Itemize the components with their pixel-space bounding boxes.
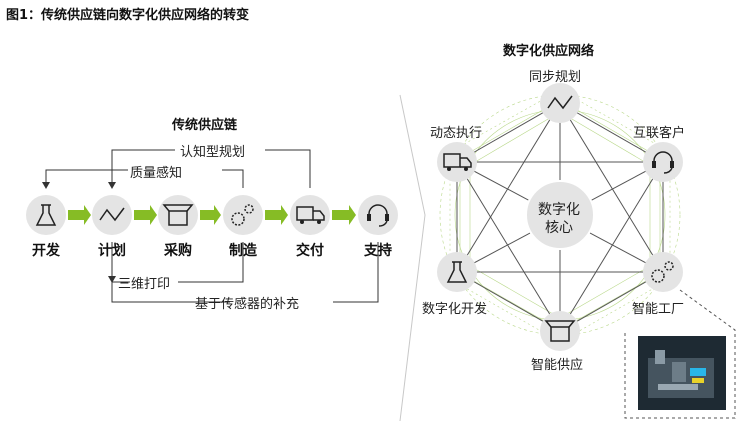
step-label-deliver: 交付	[296, 243, 324, 259]
node-dynamic-fulfillment	[437, 142, 477, 182]
node-label-digital-development: 数字化开发	[422, 302, 488, 317]
network-nodes	[437, 83, 683, 351]
step-circle-develop	[26, 195, 66, 235]
step-arrows	[68, 205, 356, 225]
node-label-dynamic-fulfillment: 动态执行	[430, 126, 483, 141]
step-circle-deliver	[290, 195, 330, 235]
node-digital-development	[437, 252, 477, 292]
node-connected-customer	[643, 142, 683, 182]
step-circle-make	[223, 195, 263, 235]
traditional-steps	[26, 195, 398, 235]
factory-callout	[624, 289, 736, 419]
core-label-line1: 数字化	[538, 202, 580, 218]
node-label-smart-supply: 智能供应	[531, 358, 584, 373]
node-label-smart-factory: 智能工厂	[632, 302, 685, 317]
step-label-make: 制造	[229, 243, 257, 259]
step-label-support: 支持	[364, 243, 392, 259]
label-sensor-replenishment: 基于传感器的补充	[195, 297, 300, 312]
step-circle-source	[158, 195, 198, 235]
step-circle-plan	[92, 195, 132, 235]
step-label-source: 采购	[164, 243, 192, 259]
label-quality-sensing: 质量感知	[130, 166, 183, 181]
core-label-line2: 核心	[545, 220, 573, 236]
label-3d-printing: 三维打印	[118, 277, 171, 292]
network-title: 数字化供应网络	[503, 44, 595, 59]
figure-title: 图1：传统供应链向数字化供应网络的转变	[6, 8, 250, 23]
step-label-develop: 开发	[32, 243, 60, 259]
node-sync-planning	[540, 83, 580, 123]
node-label-connected-customer: 互联客户	[633, 126, 686, 141]
node-label-sync-planning: 同步规划	[529, 70, 582, 85]
transition-chevron	[399, 94, 426, 421]
label-cognitive-planning: 认知型规划	[180, 145, 246, 160]
node-smart-factory	[643, 252, 683, 292]
step-circle-support	[358, 195, 398, 235]
node-smart-supply	[540, 311, 580, 351]
feedback-lines	[42, 149, 379, 303]
step-label-plan: 计划	[98, 243, 126, 259]
traditional-title: 传统供应链	[172, 118, 238, 133]
core-circle	[525, 180, 595, 250]
